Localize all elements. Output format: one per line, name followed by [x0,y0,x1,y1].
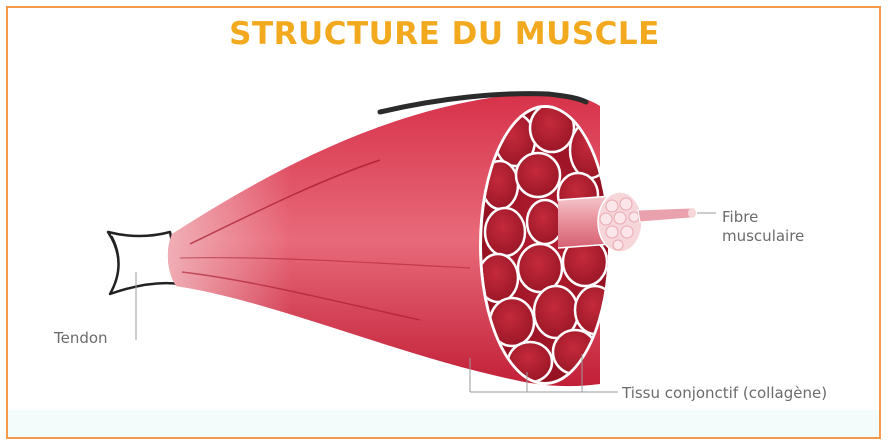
tendon-label: Tendon [53,329,108,347]
muscle-fiber [558,192,696,252]
fibre-label-line1: Fibre [722,208,758,226]
tissu-label: Tissu conjonctif (collagène) [621,384,827,402]
muscle-belly-highlight [168,94,520,380]
fibre-label-line2: musculaire [722,227,804,245]
